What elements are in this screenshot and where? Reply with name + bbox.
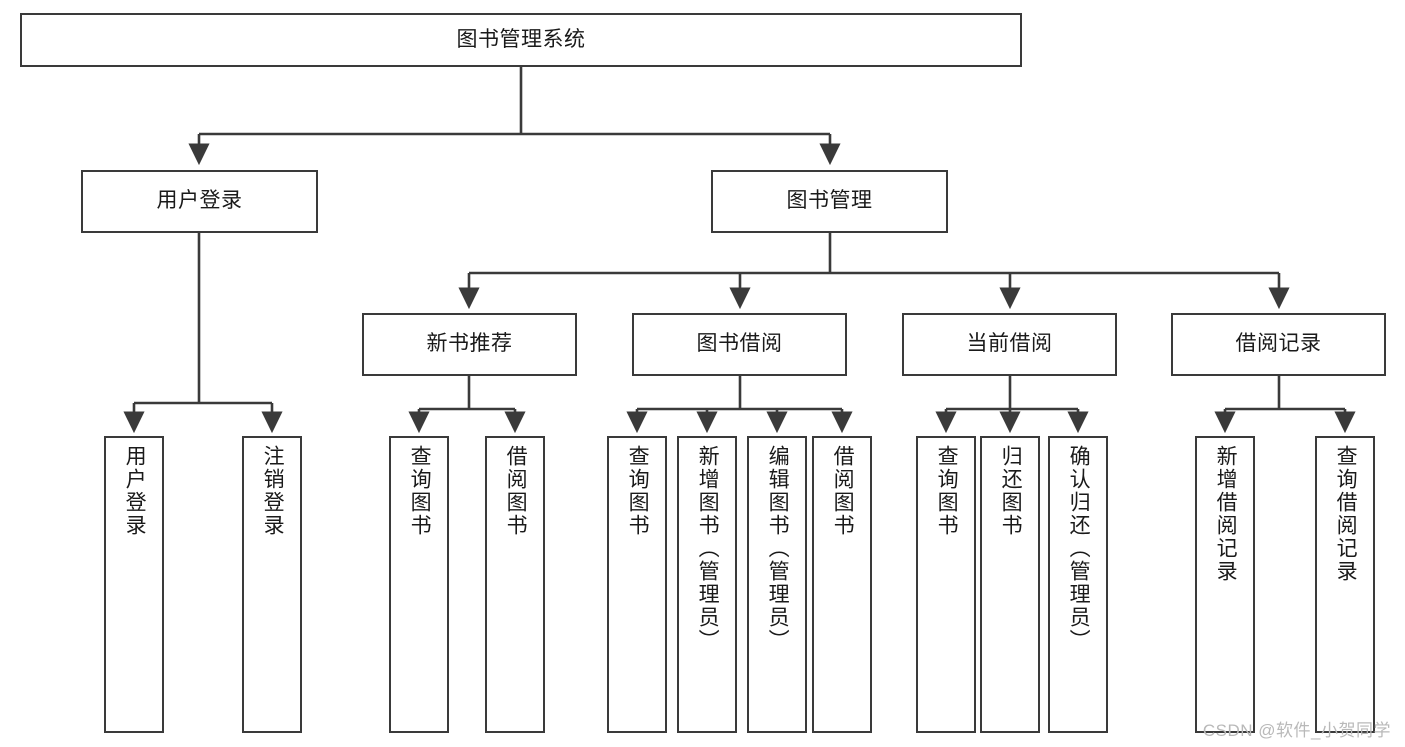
- node-leaf-borrow-book-2[interactable]: 借阅图书: [812, 436, 872, 733]
- node-leaf-borrow-book-1-label: 借阅图书: [504, 445, 528, 537]
- node-leaf-add-book[interactable]: 新增图书（管理员）: [677, 436, 737, 733]
- node-leaf-add-record-label: 新增借阅记录: [1214, 445, 1238, 583]
- node-current-borrow-label: 当前借阅: [966, 332, 1053, 356]
- node-leaf-confirm-return[interactable]: 确认归还（管理员）: [1048, 436, 1108, 733]
- node-root[interactable]: 图书管理系统: [20, 13, 1022, 67]
- node-leaf-add-book-label: 新增图书（管理员）: [696, 445, 720, 652]
- node-leaf-return-book-label: 归还图书: [999, 445, 1023, 537]
- node-leaf-query-record-label: 查询借阅记录: [1334, 445, 1358, 583]
- node-leaf-add-record[interactable]: 新增借阅记录: [1195, 436, 1255, 733]
- node-root-label: 图书管理系统: [456, 27, 586, 51]
- node-leaf-edit-book-label: 编辑图书（管理员）: [766, 445, 790, 652]
- node-leaf-user-login-label: 用户登录: [123, 445, 147, 537]
- node-leaf-query-record[interactable]: 查询借阅记录: [1315, 436, 1375, 733]
- node-leaf-user-logout-label: 注销登录: [261, 445, 285, 537]
- node-leaf-edit-book[interactable]: 编辑图书（管理员）: [747, 436, 807, 733]
- node-leaf-query-book-2[interactable]: 查询图书: [607, 436, 667, 733]
- node-new-book-rec[interactable]: 新书推荐: [362, 313, 577, 376]
- node-leaf-query-book-3[interactable]: 查询图书: [916, 436, 976, 733]
- node-user-login-label: 用户登录: [156, 189, 243, 213]
- node-leaf-confirm-return-label: 确认归还（管理员）: [1067, 445, 1091, 652]
- node-leaf-borrow-book-2-label: 借阅图书: [831, 445, 855, 537]
- node-user-login[interactable]: 用户登录: [81, 170, 318, 233]
- node-current-borrow[interactable]: 当前借阅: [902, 313, 1117, 376]
- node-leaf-query-book-1[interactable]: 查询图书: [389, 436, 449, 733]
- node-book-manage[interactable]: 图书管理: [711, 170, 948, 233]
- node-leaf-return-book[interactable]: 归还图书: [980, 436, 1040, 733]
- node-leaf-borrow-book-1[interactable]: 借阅图书: [485, 436, 545, 733]
- node-book-borrow[interactable]: 图书借阅: [632, 313, 847, 376]
- node-leaf-query-book-1-label: 查询图书: [408, 445, 432, 537]
- node-leaf-user-logout[interactable]: 注销登录: [242, 436, 302, 733]
- node-borrow-record-label: 借阅记录: [1235, 332, 1322, 356]
- watermark: CSDN @软件_小贺同学: [1202, 721, 1391, 740]
- node-book-manage-label: 图书管理: [786, 189, 873, 213]
- node-leaf-query-book-3-label: 查询图书: [935, 445, 959, 537]
- node-leaf-query-book-2-label: 查询图书: [626, 445, 650, 537]
- node-leaf-user-login[interactable]: 用户登录: [104, 436, 164, 733]
- node-new-book-rec-label: 新书推荐: [426, 332, 513, 356]
- node-borrow-record[interactable]: 借阅记录: [1171, 313, 1386, 376]
- node-book-borrow-label: 图书借阅: [696, 332, 783, 356]
